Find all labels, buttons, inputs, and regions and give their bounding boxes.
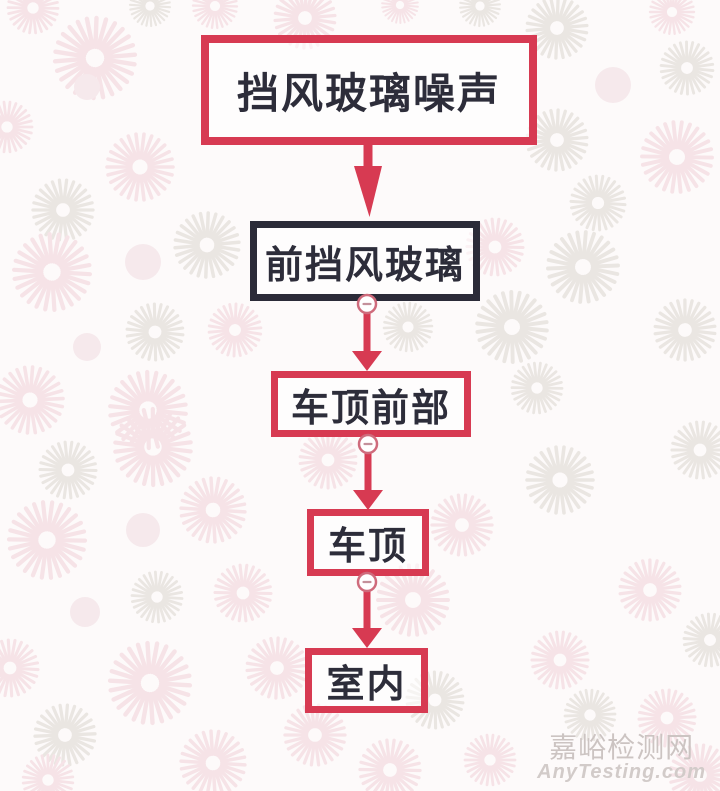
minus-connector-icon <box>356 293 378 315</box>
flow-node-windshield-noise: 挡风玻璃噪声 <box>201 35 537 145</box>
arrow-down-3 <box>353 433 383 510</box>
flow-node-front-windshield: 前挡风玻璃 <box>250 221 480 301</box>
flow-node-label: 车顶前部 <box>290 387 451 430</box>
arrow-down-4 <box>352 571 382 648</box>
watermark-site-name-en: AnyTesting.com <box>537 761 706 783</box>
flow-node-interior: 室内 <box>305 648 428 713</box>
arrow-down-1 <box>354 145 382 217</box>
flow-node-roof-front: 车顶前部 <box>271 371 471 437</box>
minus-connector-icon <box>356 571 378 593</box>
flow-node-label: 挡风玻璃噪声 <box>236 69 501 117</box>
watermark: 嘉峪检测网 AnyTesting.com <box>537 731 706 783</box>
flow-node-label: 车顶 <box>327 526 408 568</box>
flow-node-roof: 车顶 <box>307 509 429 576</box>
arrow-down-2 <box>352 293 382 371</box>
flow-node-label: 室内 <box>326 664 407 706</box>
minus-connector-icon <box>357 433 379 455</box>
watermark-site-name-cn: 嘉峪检测网 <box>549 731 695 763</box>
flow-node-label: 前挡风玻璃 <box>264 244 465 287</box>
